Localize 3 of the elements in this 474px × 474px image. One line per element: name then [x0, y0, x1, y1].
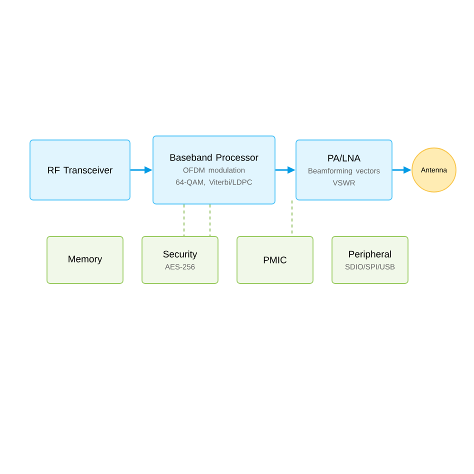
module-box: RF Transceiver — [30, 140, 130, 200]
module-box: PMIC — [236, 236, 314, 284]
module-box: Memory — [46, 236, 124, 284]
